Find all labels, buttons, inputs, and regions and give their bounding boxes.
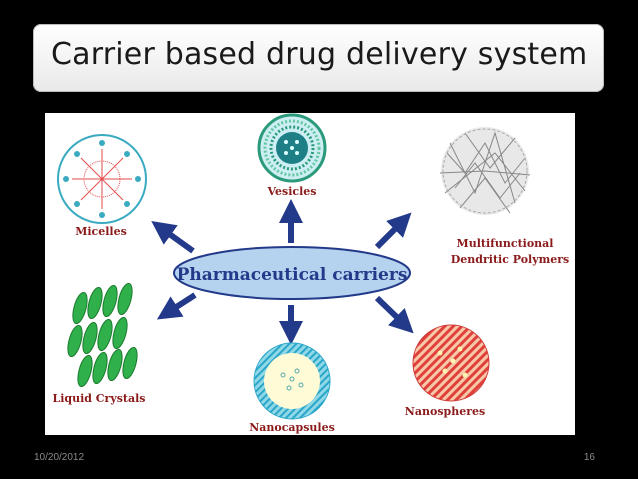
nanosphere-illustration [412,324,490,402]
label-vesicles: Vesicles [267,185,317,198]
diagram-panel: Pharmaceutical carriers Vesicles [45,113,575,435]
center-label: Pharmaceutical carriers [177,265,408,285]
slide-number: 16 [583,452,595,463]
center-node: Pharmaceutical carriers [173,246,411,300]
label-micelles: Micelles [75,225,127,238]
liquid-crystal-illustration [67,282,138,388]
nanocapsule-illustration [253,342,331,420]
vesicle-illustration [257,113,327,183]
arrows [151,199,414,345]
arrow-micelles [151,220,195,254]
carrier-diagram: Pharmaceutical carriers Vesicles [52,113,570,434]
title-box: Carrier based drug delivery system [33,24,604,92]
slide-date: 10/20/2012 [34,452,85,463]
arrow-nanospheres [374,295,414,334]
arrow-dendrimers [374,212,412,250]
label-dendrimers-line1: Multifunctional [457,237,554,250]
label-nanospheres: Nanospheres [405,405,485,418]
arrow-liquid-crystals [156,292,197,320]
slide-title: Carrier based drug delivery system [51,37,588,72]
label-dendrimers-line2: Dendritic Polymers [451,253,570,266]
label-liquid-crystals: Liquid Crystals [52,392,145,405]
label-nanocapsules: Nanocapsules [249,421,335,434]
micelle-illustration [57,134,147,224]
dendrimer-illustration [439,127,531,215]
